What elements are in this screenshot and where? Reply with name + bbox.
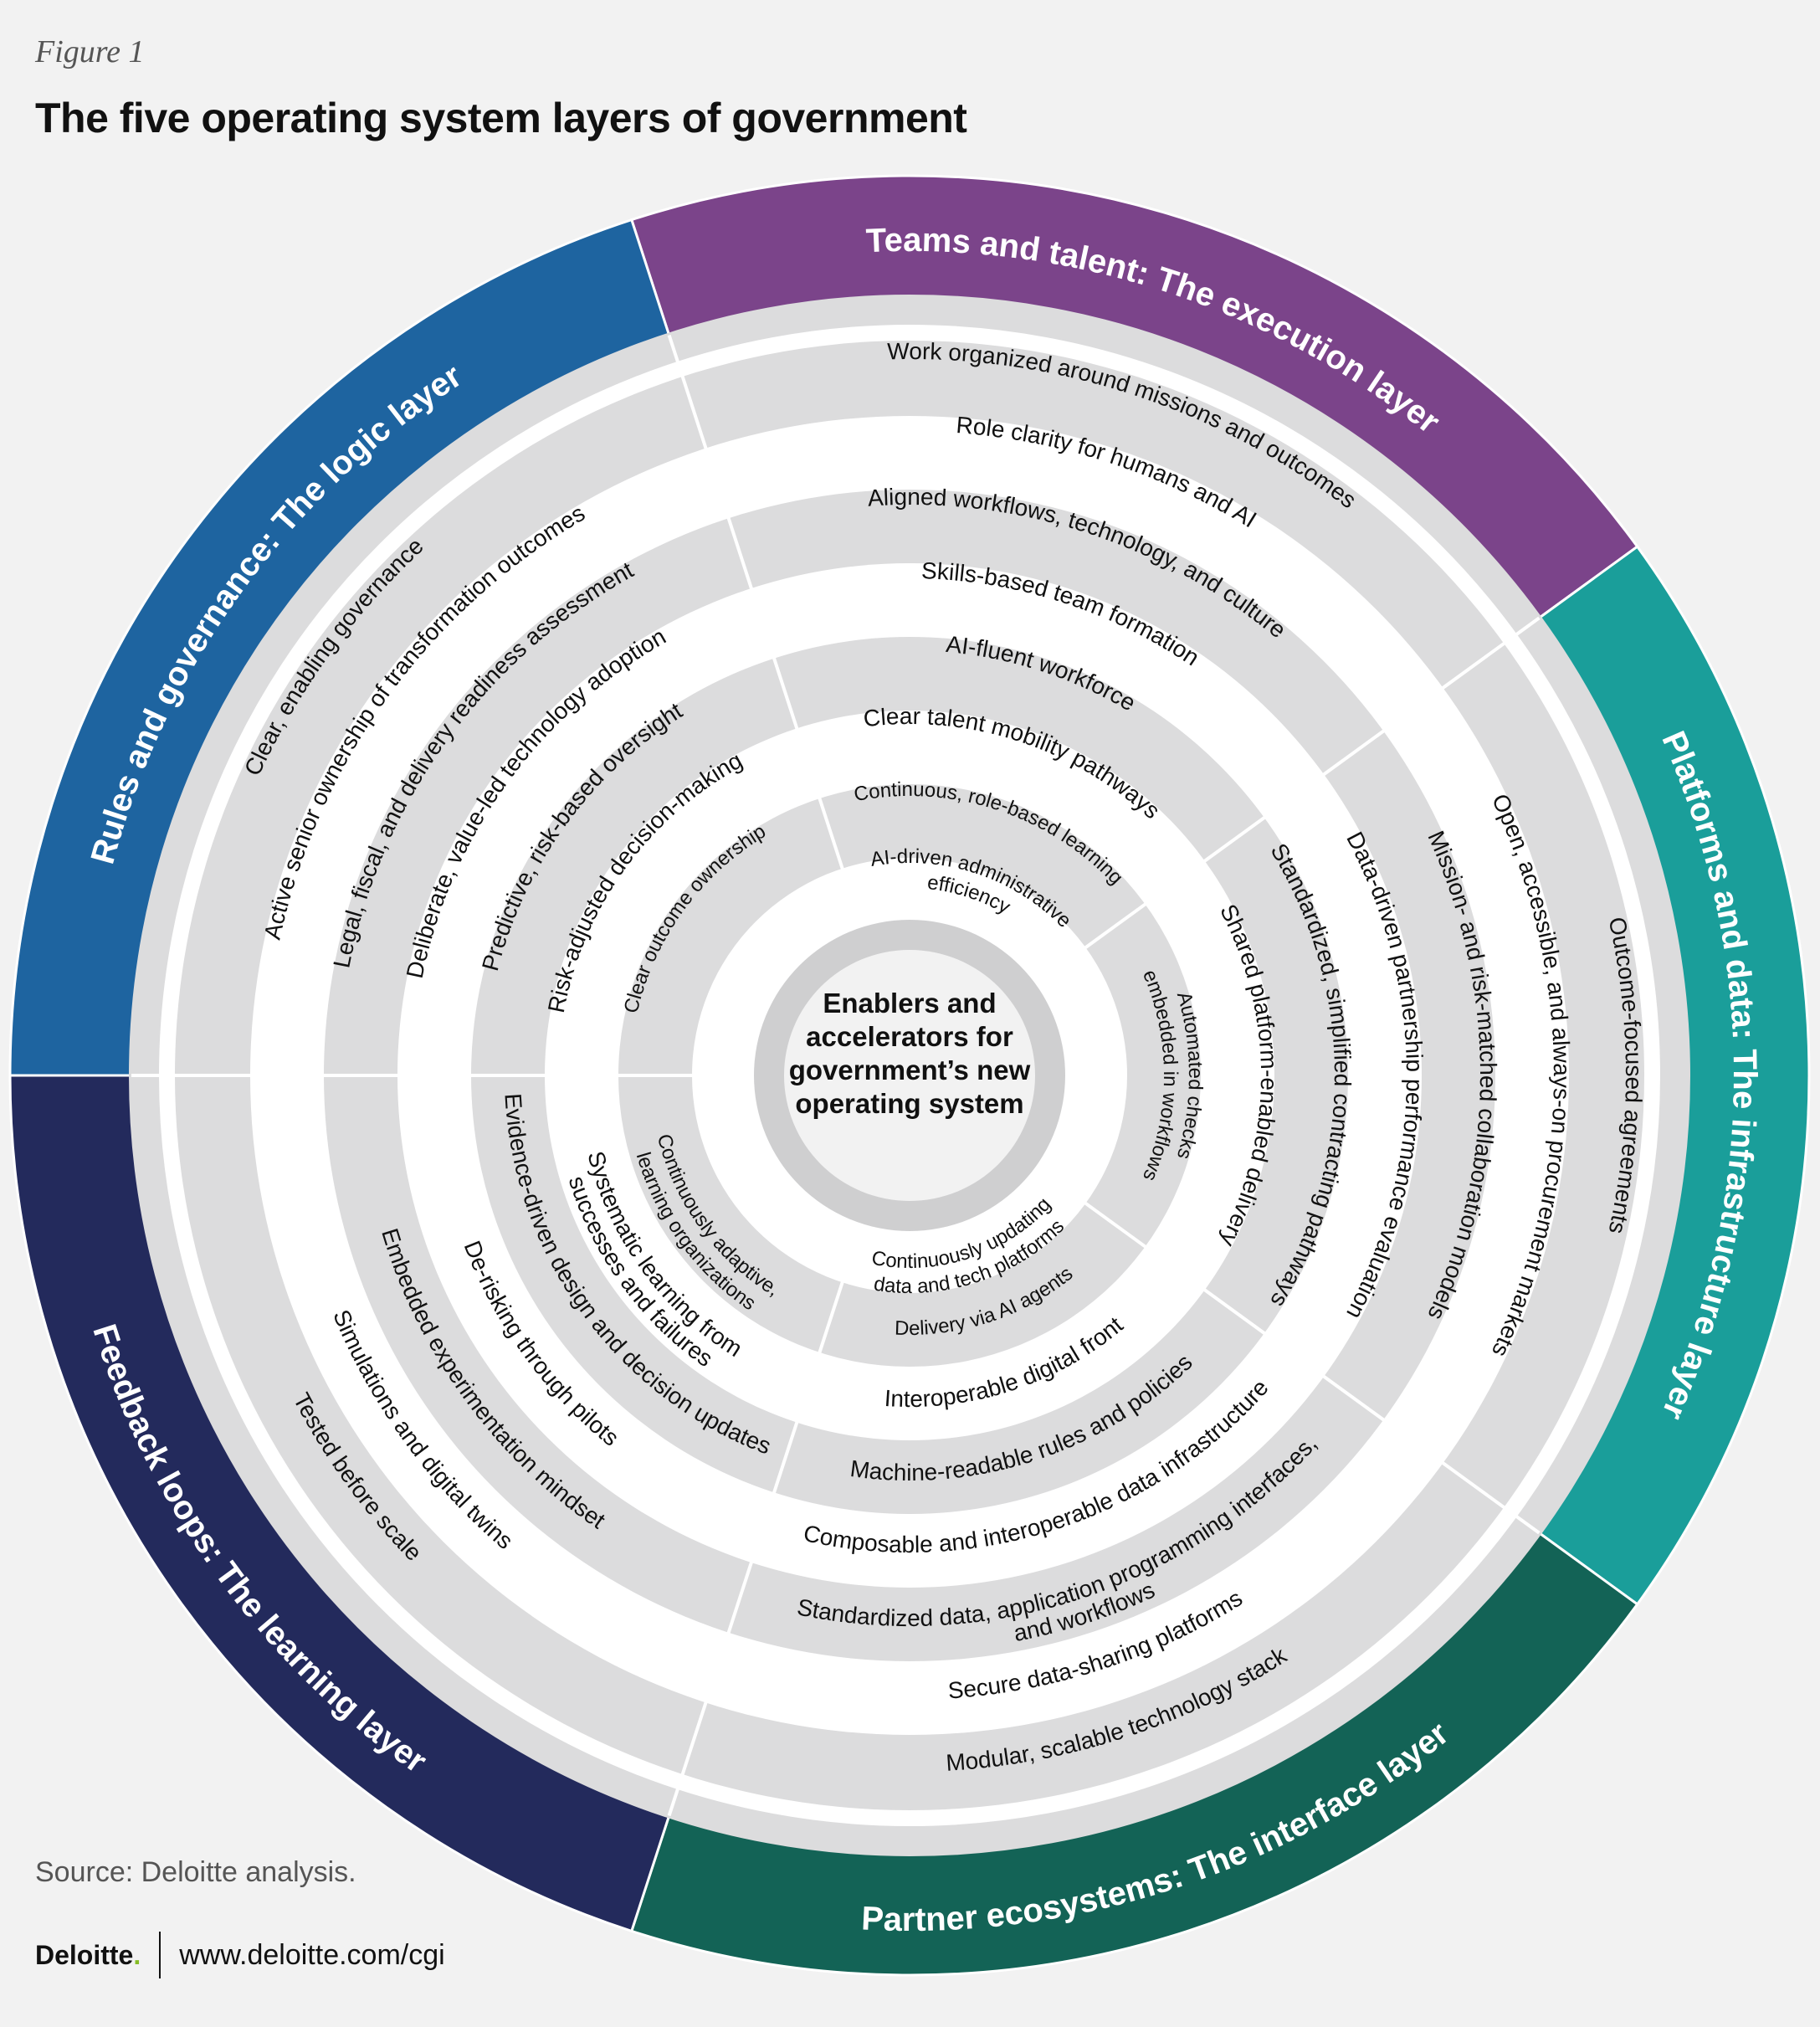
footer-url[interactable]: www.deloitte.com/cgi xyxy=(179,1938,445,1971)
sector-divider-2 xyxy=(1023,1157,1541,1535)
core-circle xyxy=(784,950,1035,1201)
source-note: Source: Deloitte analysis. xyxy=(35,1856,356,1888)
figure-label: Figure 1 xyxy=(35,34,145,69)
figure-title: The five operating system layers of gove… xyxy=(35,95,967,141)
sector-divider-3 xyxy=(667,1210,868,1817)
center-label-line: operating system xyxy=(795,1088,1023,1119)
footer: Deloitte. www.deloitte.com/cgi xyxy=(35,1932,445,1978)
center-label-line: government’s new xyxy=(789,1055,1031,1085)
sector-divider-0 xyxy=(667,334,868,941)
footer-divider xyxy=(159,1932,161,1978)
center-label-line: Enablers and xyxy=(823,988,996,1019)
sector-divider-1 xyxy=(1023,616,1541,993)
center-label-line: accelerators for xyxy=(806,1021,1013,1052)
deloitte-logo: Deloitte. xyxy=(35,1939,141,1970)
sector-dividers xyxy=(131,334,1541,1817)
